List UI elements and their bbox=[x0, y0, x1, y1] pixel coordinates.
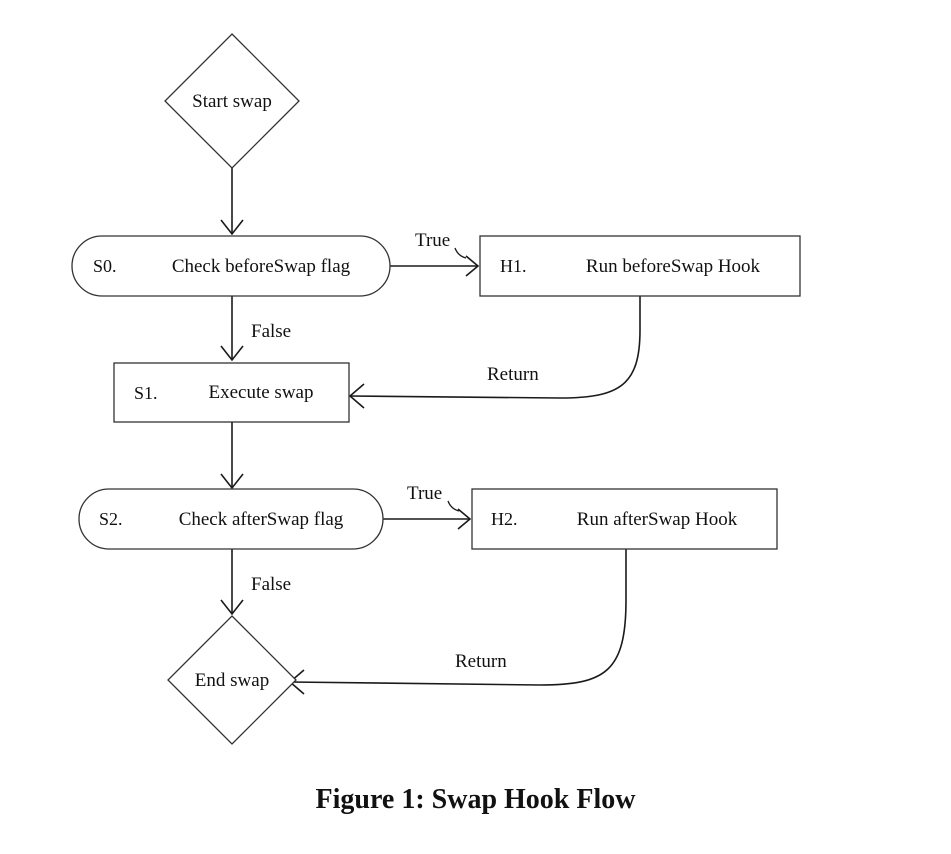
node-h1-code: H1. bbox=[500, 256, 527, 276]
node-s1-label: Execute swap bbox=[209, 382, 314, 403]
node-h1-label: Run beforeSwap Hook bbox=[586, 256, 761, 277]
figure-caption: Figure 1: Swap Hook Flow bbox=[315, 784, 636, 815]
node-start-swap-label: Start swap bbox=[192, 91, 272, 112]
node-end-swap: End swap bbox=[167, 615, 297, 745]
node-h2-code: H2. bbox=[491, 509, 518, 529]
node-s1-code: S1. bbox=[134, 383, 158, 403]
edge-label-return-1: Return bbox=[487, 364, 539, 385]
node-start-swap: Start swap bbox=[164, 33, 300, 169]
node-h2-label: Run afterSwap Hook bbox=[577, 509, 738, 530]
edge-label-false-2: False bbox=[251, 574, 291, 595]
edge-start-to-s0 bbox=[220, 168, 244, 236]
node-h1-run-beforeswap-hook: H1. Run beforeSwap Hook bbox=[479, 235, 801, 297]
edge-label-true-2: True bbox=[407, 483, 442, 504]
node-h2-run-afterswap-hook: H2. Run afterSwap Hook bbox=[471, 488, 778, 550]
node-s0-label: Check beforeSwap flag bbox=[172, 256, 351, 277]
node-s0-check-beforeswap: S0. Check beforeSwap flag bbox=[71, 235, 391, 297]
edge-s2-to-h2: True bbox=[383, 483, 472, 530]
edge-s1-to-s2 bbox=[220, 422, 244, 490]
node-s2-check-afterswap: S2. Check afterSwap flag bbox=[78, 488, 384, 550]
node-s2-label: Check afterSwap flag bbox=[179, 509, 344, 530]
edge-h1-to-s1: Return bbox=[348, 296, 641, 409]
edge-s0-to-s1: False bbox=[220, 296, 291, 362]
edge-s0-to-h1: True bbox=[390, 230, 480, 277]
node-s0-code: S0. bbox=[93, 256, 117, 276]
edge-label-return-2: Return bbox=[455, 651, 507, 672]
edge-s2-to-end: False bbox=[220, 549, 291, 616]
node-s1-execute-swap: S1. Execute swap bbox=[113, 362, 350, 423]
edge-label-true-1: True bbox=[415, 230, 450, 251]
node-s2-code: S2. bbox=[99, 509, 123, 529]
edge-label-false-1: False bbox=[251, 321, 291, 342]
node-end-swap-label: End swap bbox=[195, 670, 269, 691]
edge-h2-to-end: Return bbox=[288, 549, 627, 695]
